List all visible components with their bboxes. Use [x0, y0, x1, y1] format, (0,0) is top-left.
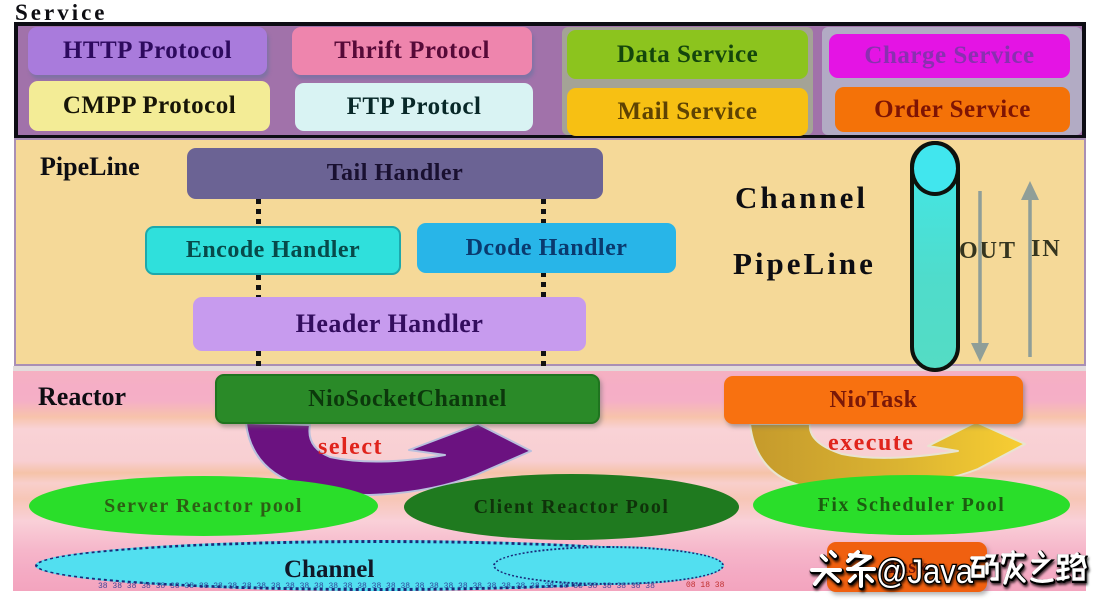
svg-text:@Java: @Java [876, 553, 973, 591]
